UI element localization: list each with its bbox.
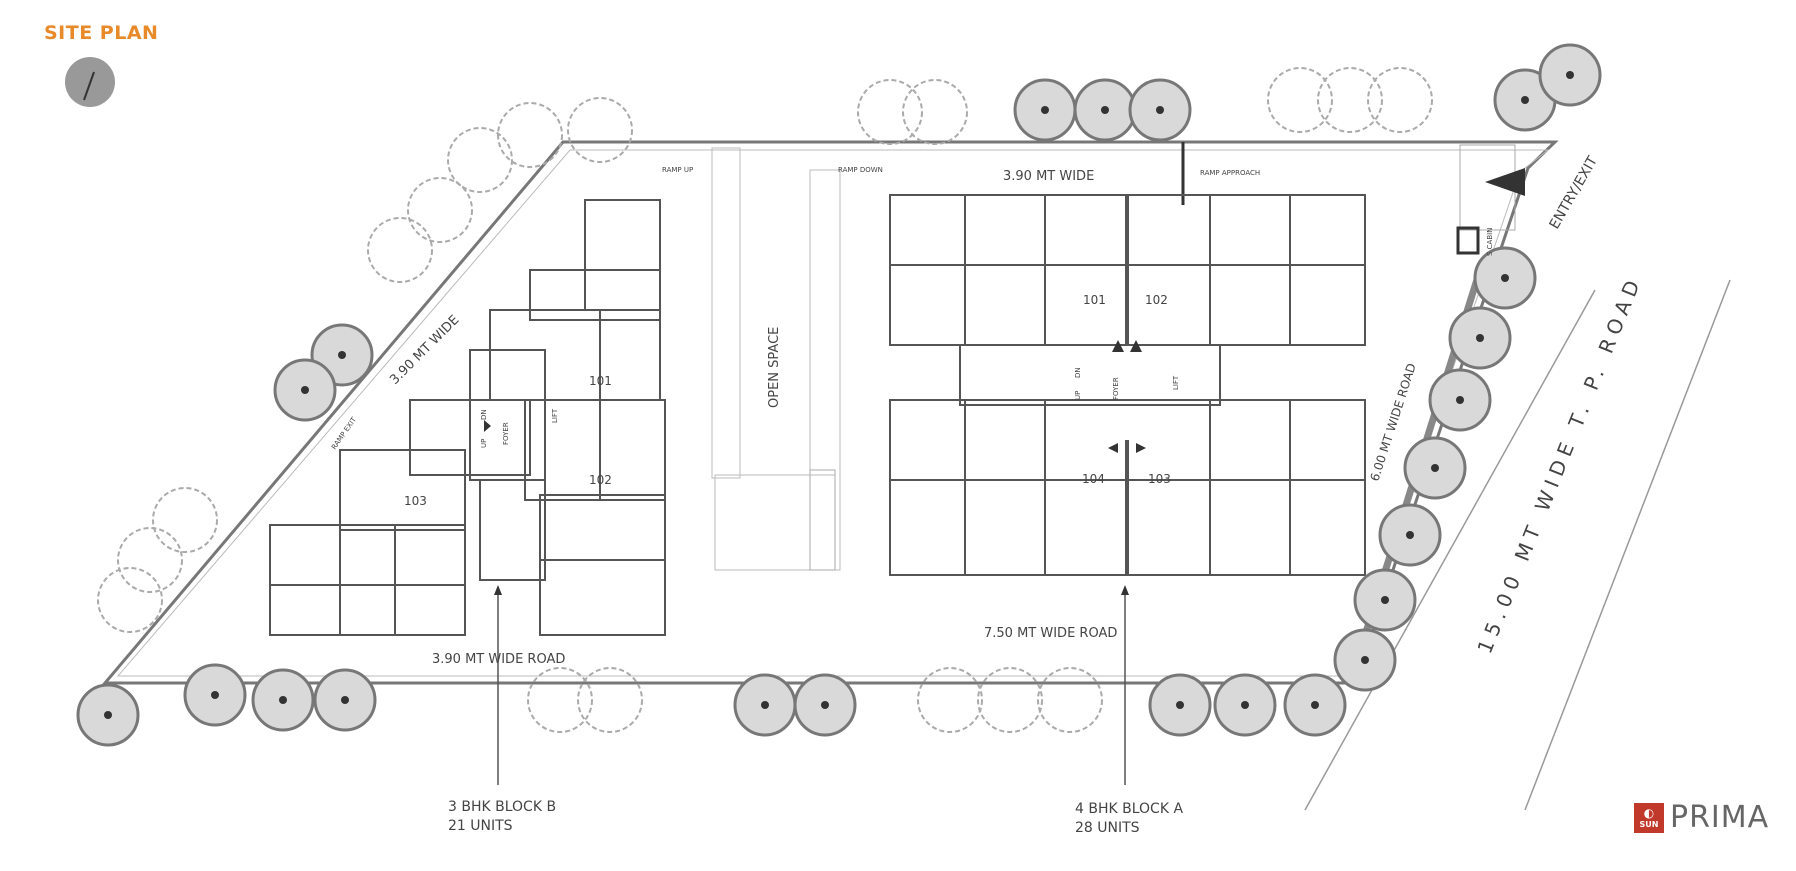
tree-outline-icon	[977, 667, 1043, 733]
open-space-label: OPEN SPACE	[767, 327, 782, 408]
block-a-dn-label: DN	[1074, 367, 1082, 378]
site-boundary	[101, 140, 1559, 685]
block-b-foyer-label: FOYER	[502, 422, 510, 445]
block-a-title: 4 BHK BLOCK A	[1075, 801, 1184, 817]
block-b-up-label: UP	[480, 439, 488, 448]
tree-outline-icon	[567, 97, 633, 163]
bottom-left-road-label: 3.90 MT WIDE ROAD	[432, 652, 565, 667]
block-b-unit-101: 101	[589, 374, 612, 388]
tree-outline-icon	[97, 567, 163, 633]
block-a-unit-101: 101	[1083, 293, 1106, 307]
sun-badge-icon: ◐ SUN	[1634, 802, 1664, 833]
tree-outline-icon	[1367, 67, 1433, 133]
block-a-label: 4 BHK BLOCK A 28 UNITS	[1075, 800, 1183, 838]
tree-outline-icon	[857, 79, 923, 145]
block-a-unit-103: 103	[1148, 472, 1171, 486]
ramp-down-label: RAMP DOWN	[838, 166, 883, 174]
block-a-lift-label: LIFT	[1172, 375, 1180, 390]
brand-logo: ◐ SUN PRIMA	[1634, 800, 1769, 835]
compass-icon	[65, 57, 115, 107]
tree-outline-icon	[447, 127, 513, 193]
block-b-building	[269, 199, 666, 636]
block-b-title: 3 BHK BLOCK B	[448, 799, 557, 815]
ramp-approach-label: RAMP APPROACH	[1200, 169, 1260, 177]
logo-wordmark: PRIMA	[1670, 800, 1770, 835]
tree-group	[76, 43, 1602, 747]
entry-exit-label: ENTRY/EXIT	[1547, 153, 1602, 232]
tree-outline-icon	[407, 177, 473, 243]
tree-outline-icon	[902, 79, 968, 145]
entry-arrow-icon	[1485, 168, 1525, 196]
tree-outline-icon	[917, 667, 983, 733]
top-road-label: 3.90 MT WIDE	[1003, 169, 1094, 184]
block-a-unit-104: 104	[1082, 472, 1105, 486]
page-title: SITE PLAN	[44, 22, 159, 44]
tree-outline-icon	[367, 217, 433, 283]
tp-road-edge-right	[1524, 279, 1731, 811]
ramp-exit-label: RAMP EXIT	[330, 415, 358, 451]
block-b-unit-102: 102	[589, 473, 612, 487]
tree-outline-icon	[497, 102, 563, 168]
block-a-building	[889, 194, 1366, 576]
tree-outline-icon	[1037, 667, 1103, 733]
tree-outline-icon	[1317, 67, 1383, 133]
tree-outline-icon	[577, 667, 643, 733]
logo-badge-text: SUN	[1639, 820, 1659, 829]
tree-outline-icon	[117, 527, 183, 593]
block-a-units: 28 UNITS	[1075, 820, 1140, 836]
block-b-lift-label: LIFT	[551, 408, 559, 423]
entry-gate	[1456, 144, 1525, 255]
block-a-up-label: UP	[1074, 391, 1082, 400]
ramp-up-label: RAMP UP	[662, 166, 693, 174]
cabin-label: S CABIN	[1486, 228, 1494, 256]
block-b-unit-103: 103	[404, 494, 427, 508]
block-b-units: 21 UNITS	[448, 818, 513, 834]
open-space-strip	[711, 147, 841, 571]
block-a-unit-102: 102	[1145, 293, 1168, 307]
block-b-label: 3 BHK BLOCK B 21 UNITS	[448, 798, 556, 836]
bottom-right-road-label: 7.50 MT WIDE ROAD	[984, 626, 1117, 641]
tree-outline-icon	[152, 487, 218, 553]
block-a-foyer-label: FOYER	[1112, 377, 1120, 400]
tree-outline-icon	[1267, 67, 1333, 133]
tree-outline-icon	[527, 667, 593, 733]
block-b-dn-label: DN	[480, 409, 488, 420]
tp-road-edge-left	[1304, 289, 1596, 811]
